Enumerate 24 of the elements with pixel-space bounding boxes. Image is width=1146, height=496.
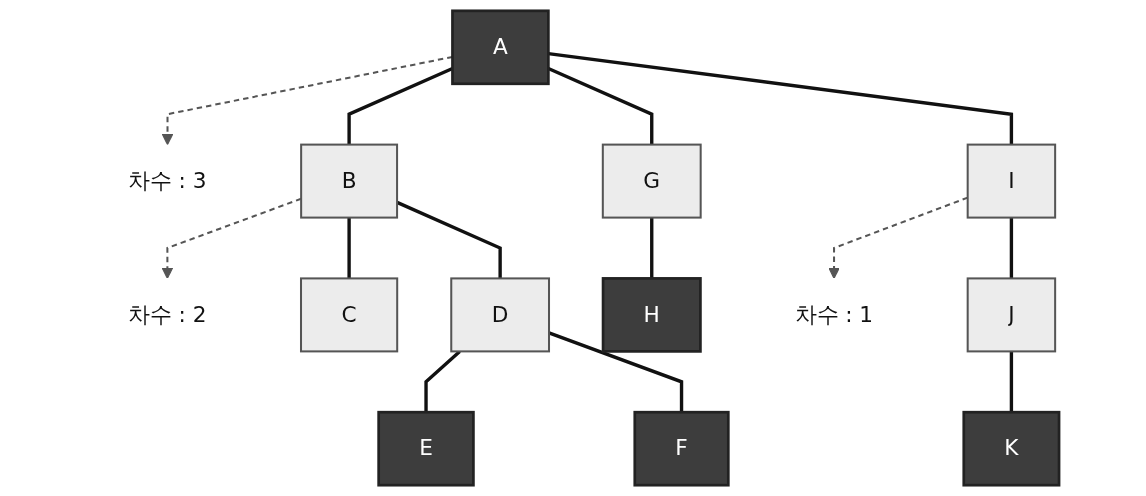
- node-text: 차수 : 1: [794, 301, 873, 328]
- node-box: H: [601, 277, 702, 353]
- node-box: F: [633, 410, 730, 487]
- connector: [347, 66, 453, 145]
- arrow: [827, 196, 968, 279]
- node-box: I: [966, 143, 1056, 219]
- connector: [547, 51, 1013, 145]
- node-box: C: [299, 277, 398, 353]
- node-box: A: [450, 9, 550, 86]
- node-box: B: [299, 143, 398, 219]
- node-box: G: [601, 143, 702, 219]
- node-box: E: [376, 410, 475, 487]
- node-text: 차수 : 2: [127, 301, 206, 328]
- connector: [548, 331, 683, 413]
- connector: [1009, 217, 1013, 279]
- node-box: J: [966, 277, 1056, 353]
- connector: [1009, 351, 1013, 413]
- connector: [347, 217, 351, 279]
- connector: [649, 217, 653, 279]
- node-box: K: [962, 410, 1060, 487]
- node-text: 차수 : 3: [128, 167, 207, 194]
- node-box: D: [449, 277, 550, 353]
- connector: [547, 66, 653, 145]
- arrow: [161, 55, 453, 146]
